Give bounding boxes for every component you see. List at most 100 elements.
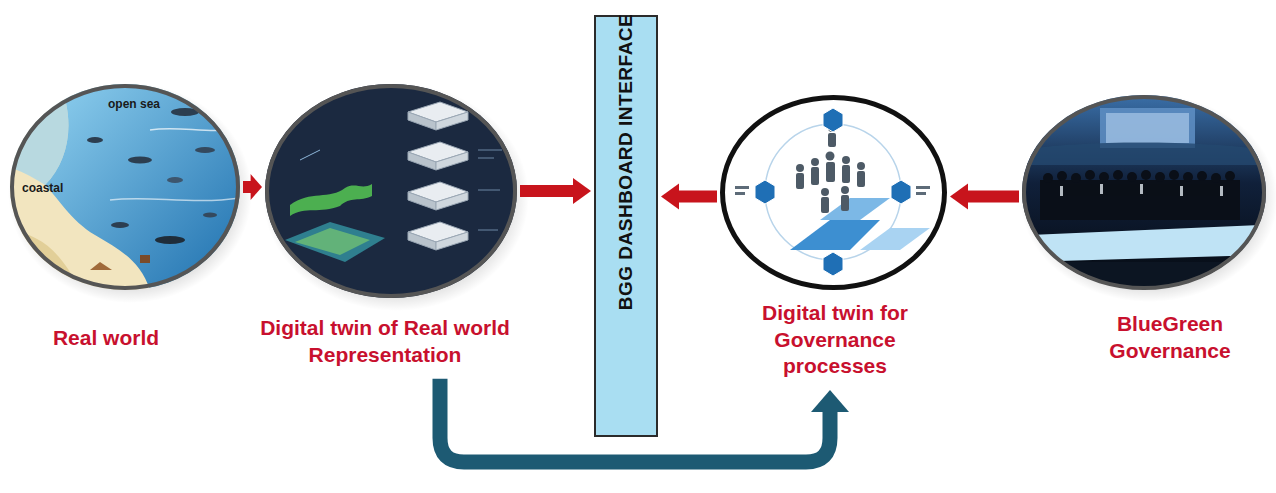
digital-model-picture-part-part bbox=[436, 152, 468, 170]
governance-model-picture-part-part bbox=[811, 167, 819, 185]
governance-model-picture-part bbox=[860, 228, 930, 250]
governance-model-picture bbox=[720, 95, 947, 290]
assembly-photo-part-part bbox=[1043, 173, 1053, 183]
node-title: Digital twin for Governance processes bbox=[730, 300, 940, 380]
digital-model-picture bbox=[265, 84, 517, 298]
digital-model-picture-part-part bbox=[408, 192, 436, 210]
node-title: Digital twin of Real world Representatio… bbox=[260, 315, 510, 368]
node-title: BlueGreen Governance bbox=[1085, 311, 1255, 364]
governance-model-picture-part-part bbox=[811, 158, 819, 166]
digital-model-picture-part-part bbox=[478, 230, 498, 231]
arrow-head bbox=[950, 184, 968, 210]
node-label: BlueGreen Governance bbox=[1085, 311, 1255, 364]
arrow-shaft bbox=[678, 191, 717, 203]
arrow-head bbox=[661, 184, 679, 210]
illustration-label: coastal bbox=[22, 181, 63, 195]
ellipse-border bbox=[1024, 97, 1264, 288]
digital-model-picture-part-part bbox=[478, 150, 502, 151]
governance-model-picture-part bbox=[796, 124, 865, 213]
arrow-head bbox=[573, 178, 591, 204]
assembly-photo-part bbox=[1022, 262, 1266, 290]
ellipse-shadows-part bbox=[263, 83, 529, 311]
assembly-photo bbox=[1022, 95, 1266, 290]
governance-model-picture-part-part bbox=[821, 197, 829, 213]
governance-model-picture-part-part bbox=[823, 108, 843, 132]
digital-model-picture-part-part bbox=[408, 152, 436, 170]
digital-model-picture-part bbox=[295, 228, 370, 255]
ellipse-shadows-part bbox=[1020, 94, 1276, 302]
ellipse-outline bbox=[720, 95, 947, 290]
governance-model-picture-part-part bbox=[842, 165, 850, 183]
digital-model-picture-part-part bbox=[408, 232, 436, 250]
assembly-photo-part-part bbox=[1140, 184, 1143, 194]
assembly-photo-part-part bbox=[1180, 186, 1183, 196]
ocean-map-picture-part bbox=[110, 198, 240, 201]
digital-model-picture-part bbox=[285, 222, 385, 262]
ocean-map-picture-part bbox=[10, 84, 68, 185]
ocean-map-picture-part bbox=[111, 222, 129, 228]
node-title: Real world bbox=[6, 325, 206, 352]
node-label: Digital twin for Governance processes bbox=[730, 300, 940, 380]
digital-model-picture-part bbox=[290, 184, 372, 216]
assembly-photo-part-part bbox=[1169, 170, 1179, 180]
ocean-map-picture-part bbox=[45, 84, 240, 290]
ellipse-border bbox=[12, 86, 238, 288]
assembly-photo-part bbox=[1022, 95, 1266, 290]
governance-model-picture-part-part bbox=[796, 173, 804, 189]
digital-model-picture-part-part bbox=[478, 190, 500, 191]
digital-model-picture-part bbox=[265, 84, 517, 298]
ocean-map-picture-part bbox=[195, 147, 215, 153]
governance-model-picture-part-part bbox=[828, 133, 836, 147]
ocean-map-picture-part bbox=[140, 255, 150, 263]
node-label: Real world bbox=[6, 325, 206, 352]
governance-model-picture-part-part bbox=[735, 186, 749, 189]
governance-model-picture-part-part bbox=[796, 164, 804, 172]
governance-twin-ellipse: Digital twin for Governance processes bbox=[720, 95, 947, 290]
illustration-label: open sea bbox=[108, 97, 160, 111]
assembly-photo-part-part bbox=[1100, 184, 1103, 194]
governance-model-picture-part-part bbox=[826, 152, 835, 161]
governance-model-picture-part bbox=[735, 186, 930, 195]
governance-model-picture-part-part bbox=[735, 192, 745, 195]
assembly-photo-part bbox=[1022, 143, 1266, 166]
assembly-photo-part bbox=[1060, 184, 1223, 196]
ocean-map-picture-part bbox=[150, 128, 240, 131]
governance-model-picture-part bbox=[720, 95, 947, 290]
governance-model-picture-part-part bbox=[857, 162, 865, 170]
governance-model-picture-part bbox=[755, 108, 911, 276]
digital-twin-ellipse: Digital twin of Real world Representatio… bbox=[265, 84, 517, 298]
arrow-shaft bbox=[967, 191, 1019, 203]
digital-model-picture-part-part bbox=[436, 232, 468, 250]
node-label: Digital twin of Real world Representatio… bbox=[260, 315, 510, 368]
ocean-map-picture-part bbox=[203, 213, 217, 218]
connector bbox=[243, 174, 262, 200]
assembly-photo-part-part bbox=[1127, 172, 1137, 182]
arrow-head bbox=[811, 390, 849, 412]
ellipse-border bbox=[723, 98, 945, 288]
assembly-photo-part-part bbox=[1141, 170, 1151, 180]
digital-model-picture-part-part bbox=[478, 110, 500, 111]
ocean-map-picture-part bbox=[10, 84, 240, 290]
connector bbox=[661, 184, 717, 210]
assembly-photo-part bbox=[1100, 108, 1195, 148]
ellipse-outline bbox=[265, 84, 517, 298]
assembly-photo-part-part bbox=[1060, 186, 1063, 196]
governance-model-picture-part-part bbox=[841, 186, 849, 194]
governance-model-picture-part-part bbox=[821, 188, 829, 196]
digital-model-picture-part bbox=[408, 102, 468, 250]
ocean-map-picture-part bbox=[90, 262, 112, 270]
assembly-photo-part bbox=[1106, 113, 1189, 143]
assembly-photo-part-part bbox=[1071, 173, 1081, 183]
bar-title: BGG DASHBOARD INTERFACE bbox=[615, 14, 637, 311]
ocean-map-picture-part bbox=[87, 137, 103, 143]
bluegreen-governance-ellipse: BlueGreen Governance bbox=[1022, 95, 1266, 290]
dashboard-bar: BGG DASHBOARD INTERFACE bbox=[594, 15, 658, 437]
assembly-photo-part-part bbox=[1197, 171, 1207, 181]
governance-model-picture-part-part bbox=[857, 171, 865, 187]
assembly-photo-part-part bbox=[1220, 186, 1223, 196]
assembly-photo-part-part bbox=[1113, 170, 1123, 180]
digital-model-picture-part-part bbox=[436, 112, 468, 130]
ocean-map-picture-part bbox=[128, 157, 152, 164]
governance-model-picture-part-part bbox=[916, 186, 930, 189]
